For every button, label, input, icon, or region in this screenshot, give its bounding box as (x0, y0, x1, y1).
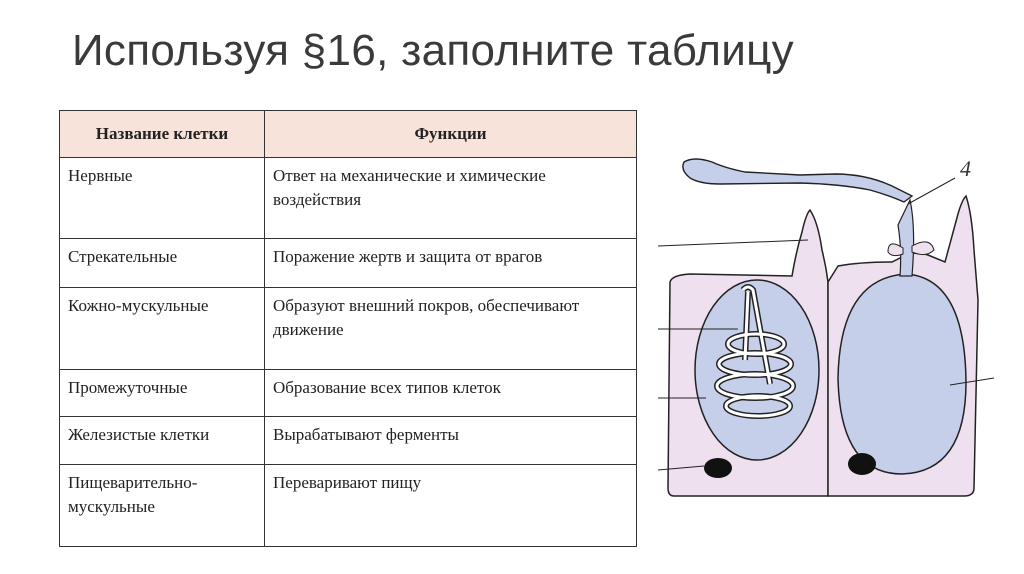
cells-table: Название клетки Функции Нервные Ответ на… (59, 110, 637, 547)
cell-function: Образование всех типов клеток (264, 369, 637, 417)
stinging-cell-diagram: 4 (657, 156, 995, 497)
cell-name: Пищеварительно-мускульные (59, 464, 265, 547)
table-row: Железистые клетки Вырабатывают ферменты (59, 416, 637, 465)
table-row: Пищеварительно-мускульные Переваривают п… (59, 464, 637, 547)
pointer-line (657, 239, 809, 247)
pointer-line (949, 377, 995, 386)
cell-name: Стрекательные (59, 238, 265, 288)
cell-function: Вырабатывают ферменты (264, 416, 637, 465)
coiled-thread-inner (715, 285, 795, 418)
table-header-row: Название клетки Функции (59, 110, 637, 158)
table-row: Промежуточные Образование всех типов кле… (59, 369, 637, 417)
flagellum (682, 158, 914, 203)
cell-name: Нервные (59, 157, 265, 239)
cell-name: Промежуточные (59, 369, 265, 417)
cell-name: Кожно-мускульные (59, 287, 265, 370)
table-row: Нервные Ответ на механические и химическ… (59, 157, 637, 239)
vacuole-neck (897, 198, 915, 277)
table-row: Кожно-мускульные Образуют внешний покров… (59, 287, 637, 370)
header-cell-function: Функции (264, 110, 637, 158)
cell-name: Железистые клетки (59, 416, 265, 465)
right-nucleus (848, 453, 876, 475)
header-cell-name: Название клетки (59, 110, 265, 158)
right-bud (911, 241, 935, 256)
left-bud (887, 243, 904, 257)
cell-function: Поражение жертв и защита от врагов (264, 238, 637, 288)
pointer-line (907, 177, 956, 205)
left-nucleus (704, 458, 732, 478)
table-row: Стрекательные Поражение жертв и защита о… (59, 238, 637, 288)
pointer-line (657, 465, 705, 471)
nematocyst-capsule (694, 279, 820, 461)
cell-function: Ответ на механические и химические возде… (264, 157, 637, 239)
cell-function: Образуют внешний покров, обеспечивают дв… (264, 287, 637, 370)
slide-title: Используя §16, заполните таблицу (72, 26, 794, 75)
cell-function: Переваривают пищу (264, 464, 637, 547)
diagram-label: 4 (960, 156, 971, 181)
vacuole-capsule (837, 273, 967, 475)
